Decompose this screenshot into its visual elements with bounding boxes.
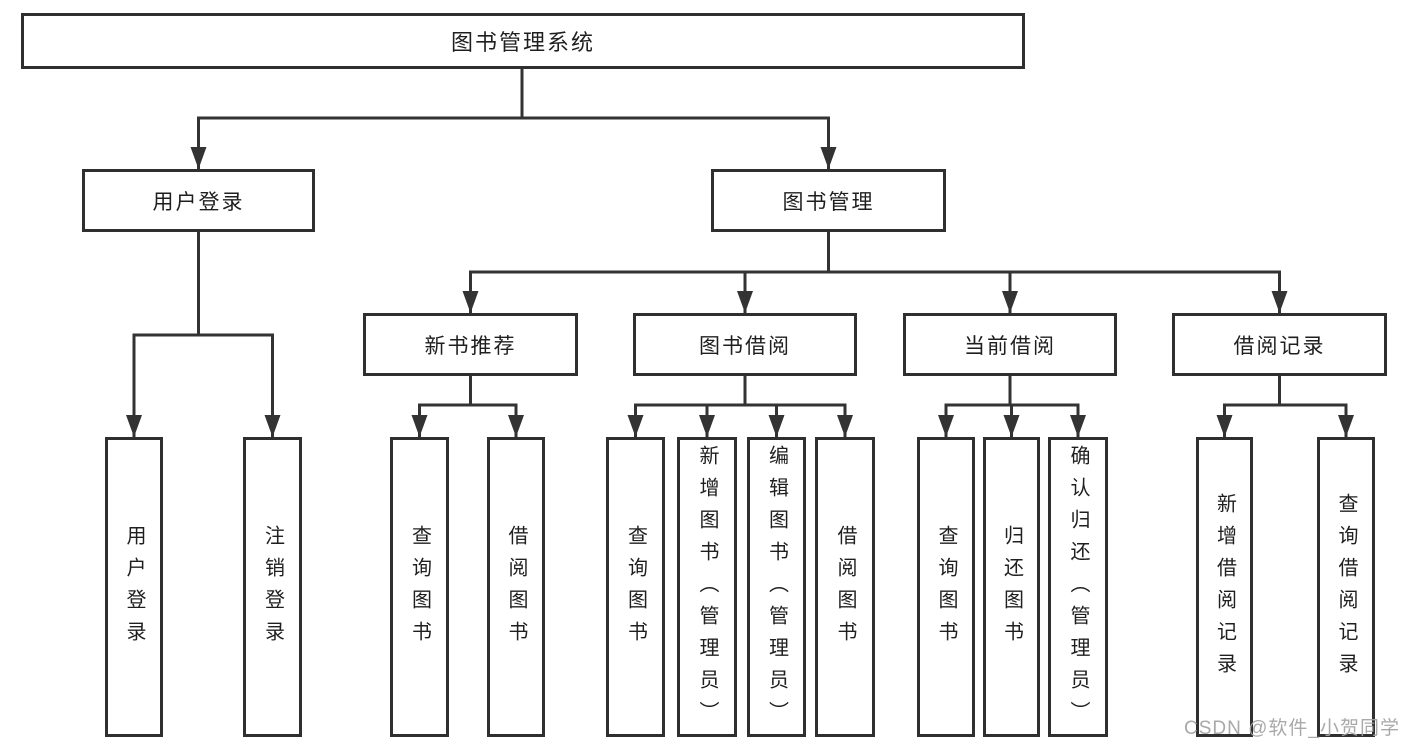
node-user-login-module: 用户登录 [82,169,315,232]
leaf-edit-book-admin: 编辑图书（管理员） [747,437,806,737]
node-book-management-module: 图书管理 [711,169,946,232]
node-root-system: 图书管理系统 [21,13,1025,69]
leaf-return-book: 归还图书 [983,437,1040,737]
leaf-query-book-1: 查询图书 [390,437,449,737]
leaf-borrow-book-2: 借阅图书 [815,437,875,737]
node-current-borrow: 当前借阅 [903,313,1117,376]
leaf-query-book-2: 查询图书 [606,437,665,737]
leaf-add-book-admin: 新增图书（管理员） [677,437,737,737]
node-book-borrow: 图书借阅 [633,313,857,376]
leaf-logout: 注销登录 [243,437,302,737]
node-borrow-record: 借阅记录 [1172,313,1387,376]
leaf-confirm-return-admin: 确认归还（管理员） [1048,437,1108,737]
leaf-query-book-3: 查询图书 [917,437,975,737]
csdn-watermark: CSDN @软件_小贺同学 [1184,718,1400,739]
leaf-user-login: 用户登录 [105,437,163,737]
leaf-query-borrow-record: 查询借阅记录 [1317,437,1375,737]
leaf-add-borrow-record: 新增借阅记录 [1196,437,1253,737]
arrowheads [126,147,1354,437]
leaf-borrow-book-1: 借阅图书 [487,437,545,737]
node-new-book-recommend: 新书推荐 [363,313,578,376]
